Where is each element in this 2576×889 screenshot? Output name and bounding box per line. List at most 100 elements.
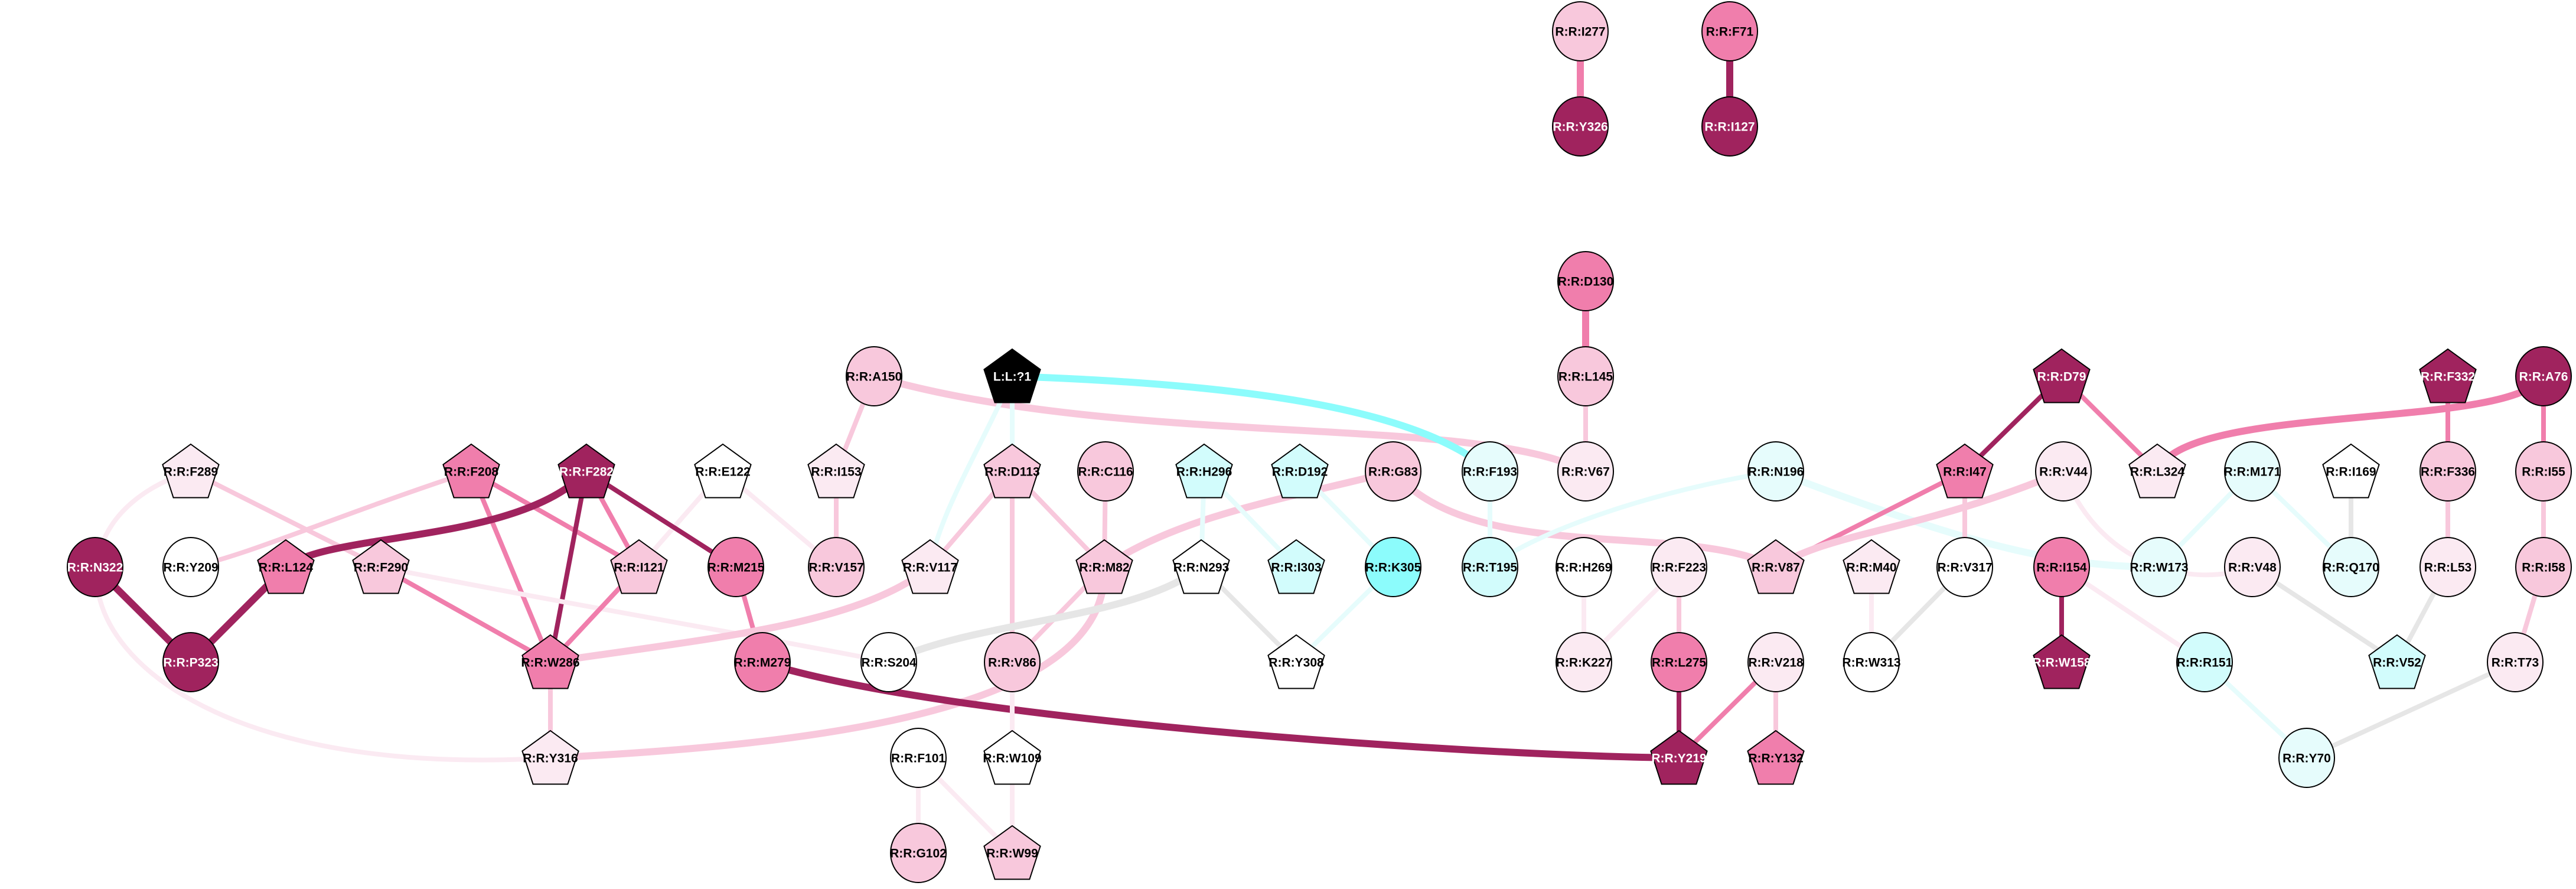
- node-y70[interactable]: R:R:Y70: [2278, 728, 2335, 788]
- pentagon-node-shape[interactable]: [2368, 634, 2426, 689]
- node-g102[interactable]: R:R:G102: [890, 823, 947, 883]
- circle-node-shape[interactable]: [162, 537, 219, 597]
- node-w173[interactable]: R:R:W173: [2130, 537, 2189, 597]
- node-l275[interactable]: R:R:L275: [1651, 632, 1707, 692]
- circle-node-shape[interactable]: [707, 537, 764, 597]
- circle-node-shape[interactable]: [67, 537, 123, 597]
- node-f193[interactable]: R:R:F193: [1462, 441, 1518, 502]
- circle-node-shape[interactable]: [2323, 537, 2379, 597]
- circle-node-shape[interactable]: [2176, 632, 2233, 692]
- circle-node-shape[interactable]: [1556, 537, 1612, 597]
- pentagon-node-shape[interactable]: [983, 443, 1041, 499]
- pentagon-node-shape[interactable]: [521, 634, 579, 689]
- pentagon-node-shape[interactable]: [807, 443, 865, 499]
- node-l145[interactable]: R:R:L145: [1557, 346, 1614, 406]
- circle-node-shape[interactable]: [1651, 632, 1707, 692]
- node-f71[interactable]: R:R:F71: [1701, 1, 1758, 61]
- pentagon-node-shape[interactable]: [2033, 348, 2091, 403]
- node-f101[interactable]: R:R:F101: [890, 728, 947, 788]
- pentagon-node-shape[interactable]: [1843, 539, 1900, 594]
- node-v157[interactable]: R:R:V157: [808, 537, 865, 597]
- pentagon-node-shape[interactable]: [1175, 443, 1233, 499]
- circle-node-shape[interactable]: [2420, 537, 2476, 597]
- node-m171[interactable]: R:R:M171: [2224, 441, 2281, 502]
- circle-node-shape[interactable]: [1843, 632, 1900, 692]
- pentagon-node-shape[interactable]: [442, 443, 500, 499]
- circle-node-shape[interactable]: [1077, 441, 1134, 502]
- pentagon-node-shape[interactable]: [162, 443, 220, 499]
- circle-node-shape[interactable]: [1557, 251, 1614, 311]
- circle-node-shape[interactable]: [1365, 537, 1421, 597]
- circle-node-shape[interactable]: [1747, 441, 1804, 502]
- node-v48[interactable]: R:R:V48: [2224, 537, 2281, 597]
- pentagon-node-shape[interactable]: [1267, 634, 1325, 689]
- node-l53[interactable]: R:R:L53: [2420, 537, 2476, 597]
- circle-node-shape[interactable]: [1651, 537, 1707, 597]
- circle-node-shape[interactable]: [2515, 537, 2572, 597]
- node-k305[interactable]: R:R:K305: [1365, 537, 1421, 597]
- node-t195[interactable]: R:R:T195: [1462, 537, 1518, 597]
- circle-node-shape[interactable]: [1747, 632, 1804, 692]
- circle-node-shape[interactable]: [808, 537, 865, 597]
- pentagon-node-shape[interactable]: [983, 730, 1041, 785]
- circle-node-shape[interactable]: [1557, 346, 1614, 406]
- node-f223[interactable]: R:R:F223: [1651, 537, 1707, 597]
- pentagon-node-shape[interactable]: [610, 539, 668, 594]
- circle-node-shape[interactable]: [2515, 441, 2572, 502]
- circle-node-shape[interactable]: [890, 823, 947, 883]
- circle-node-shape[interactable]: [2487, 632, 2544, 692]
- circle-node-shape[interactable]: [2278, 728, 2335, 788]
- circle-node-shape[interactable]: [1462, 537, 1518, 597]
- circle-node-shape[interactable]: [1462, 441, 1518, 502]
- circle-node-shape[interactable]: [1552, 96, 1609, 157]
- node-v67[interactable]: R:R:V67: [1557, 441, 1614, 502]
- pentagon-node-shape[interactable]: [352, 539, 410, 594]
- node-v317[interactable]: R:R:V317: [1936, 537, 1993, 597]
- circle-node-shape[interactable]: [1701, 96, 1758, 157]
- node-r151[interactable]: R:R:R151: [2176, 632, 2233, 692]
- circle-node-shape[interactable]: [2420, 441, 2476, 502]
- circle-node-shape[interactable]: [2515, 346, 2572, 406]
- pentagon-node-shape[interactable]: [901, 539, 959, 594]
- node-v86[interactable]: R:R:V86: [984, 632, 1041, 692]
- node-k227[interactable]: R:R:K227: [1556, 632, 1612, 692]
- pentagon-node-shape[interactable]: [983, 348, 1041, 403]
- node-v218[interactable]: R:R:V218: [1747, 632, 1804, 692]
- node-i127[interactable]: R:R:I127: [1701, 96, 1758, 157]
- node-n322[interactable]: R:R:N322: [67, 537, 123, 597]
- node-g83[interactable]: R:R:G83: [1365, 441, 1421, 502]
- node-s204[interactable]: R:R:S204: [860, 632, 917, 692]
- circle-node-shape[interactable]: [1365, 441, 1421, 502]
- node-f336[interactable]: R:R:F336: [2420, 441, 2476, 502]
- pentagon-node-shape[interactable]: [1075, 539, 1133, 594]
- circle-node-shape[interactable]: [2224, 441, 2281, 502]
- circle-node-shape[interactable]: [1557, 441, 1614, 502]
- node-m215[interactable]: R:R:M215: [707, 537, 765, 597]
- node-t73[interactable]: R:R:T73: [2487, 632, 2544, 692]
- pentagon-node-shape[interactable]: [1936, 443, 1994, 499]
- node-i55[interactable]: R:R:I55: [2515, 441, 2572, 502]
- pentagon-node-shape[interactable]: [1747, 730, 1805, 785]
- pentagon-node-shape[interactable]: [983, 825, 1041, 880]
- circle-node-shape[interactable]: [734, 632, 791, 692]
- node-i58[interactable]: R:R:I58: [2515, 537, 2572, 597]
- circle-node-shape[interactable]: [1552, 1, 1609, 61]
- pentagon-node-shape[interactable]: [2322, 443, 2380, 499]
- circle-node-shape[interactable]: [2131, 537, 2187, 597]
- pentagon-node-shape[interactable]: [1650, 730, 1708, 785]
- node-i277[interactable]: R:R:I277: [1552, 1, 1609, 61]
- pentagon-node-shape[interactable]: [1267, 539, 1325, 594]
- pentagon-node-shape[interactable]: [521, 730, 579, 785]
- circle-node-shape[interactable]: [162, 632, 219, 692]
- circle-node-shape[interactable]: [846, 346, 902, 406]
- node-y326[interactable]: R:R:Y326: [1552, 96, 1609, 157]
- node-w313[interactable]: R:R:W313: [1842, 632, 1901, 692]
- node-a76[interactable]: R:R:A76: [2515, 346, 2572, 406]
- circle-node-shape[interactable]: [984, 632, 1041, 692]
- node-m279[interactable]: R:R:M279: [734, 632, 791, 692]
- node-c116[interactable]: R:R:C116: [1077, 441, 1134, 502]
- circle-node-shape[interactable]: [2224, 537, 2281, 597]
- node-d130[interactable]: R:R:D130: [1557, 251, 1614, 311]
- pentagon-node-shape[interactable]: [2128, 443, 2186, 499]
- pentagon-node-shape[interactable]: [2033, 634, 2091, 689]
